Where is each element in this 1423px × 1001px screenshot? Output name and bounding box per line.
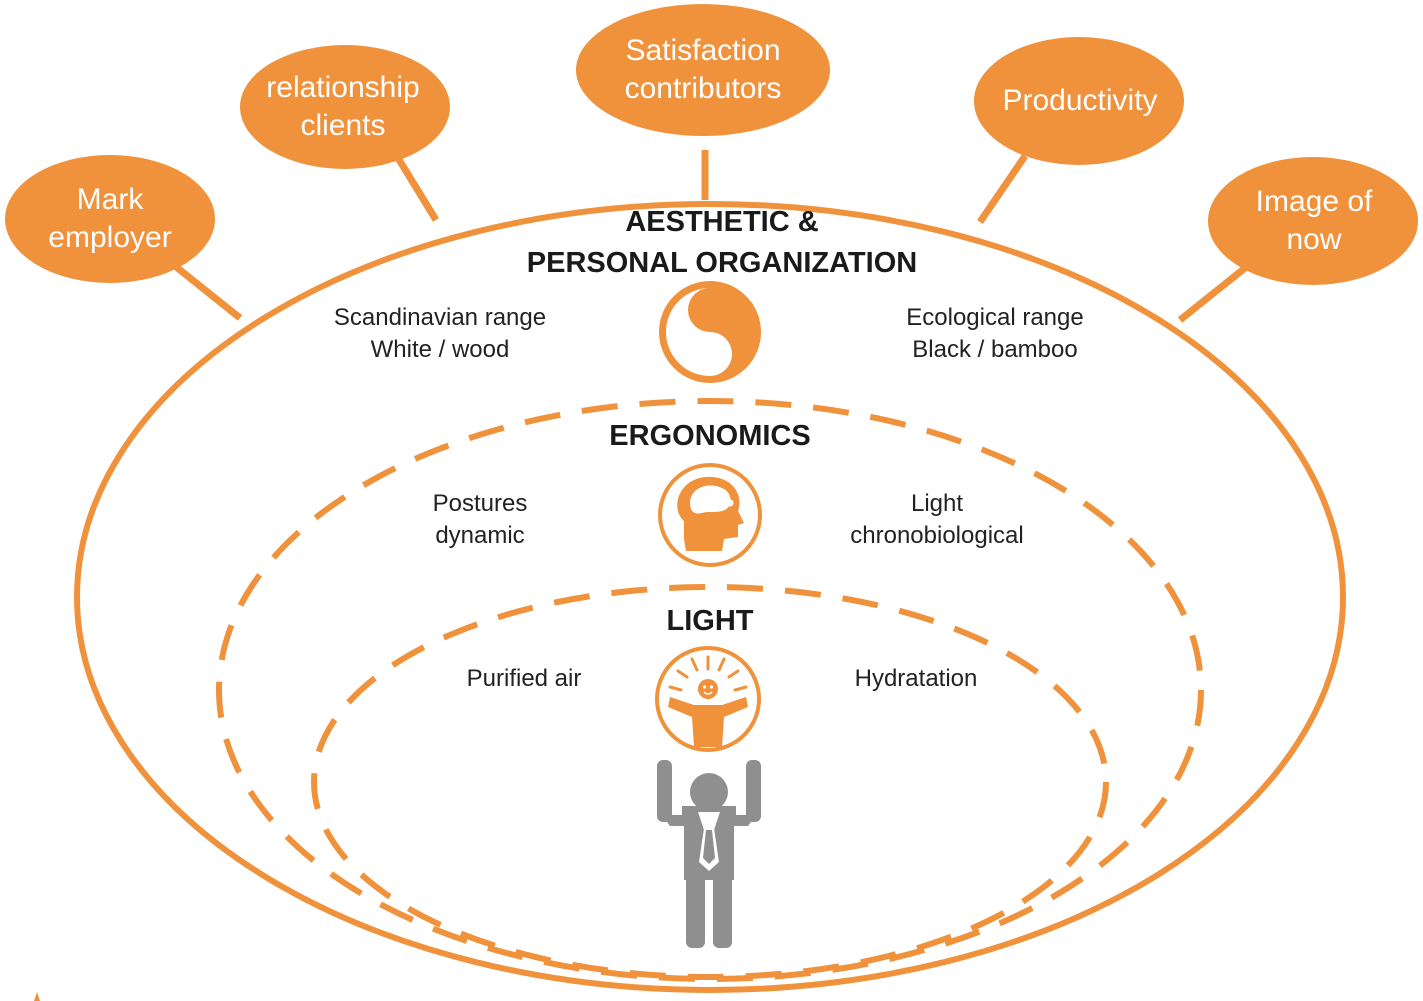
bubble-line: relationship [266, 71, 420, 104]
bubble-productivity [974, 37, 1184, 165]
bubble-line: employer [48, 221, 172, 254]
heading-line: LIGHT [666, 605, 754, 637]
label-line: Purified air [466, 665, 582, 692]
bubble-label-productivity: Productivity [980, 80, 1180, 122]
label-scandinavian-range: Scandinavian range White / wood [290, 302, 590, 366]
connector-image-of-now [1177, 265, 1248, 323]
bubble-line: clients [300, 109, 386, 142]
bubble-satisfaction-contributors [576, 4, 830, 136]
label-line: White / wood [370, 336, 510, 363]
bubble-image-of-now [1208, 157, 1418, 285]
outer-ellipse-aesthetic [74, 201, 1346, 993]
bubble-line: Satisfaction [625, 34, 781, 67]
label-line: Hydratation [854, 665, 978, 692]
heading-line: ERGONOMICS [609, 420, 811, 452]
connector-lines [167, 150, 1248, 323]
bubble-line: Mark [76, 183, 144, 216]
label-line: Scandinavian range [333, 304, 547, 331]
bubble-label-satisfaction-contributors: Satisfaction contributors [583, 31, 823, 109]
bubble-line: Image of [1255, 185, 1373, 218]
label-line: Postures [432, 490, 528, 517]
happy-person-icon [655, 646, 761, 752]
heading-aesthetic: AESTHETIC & PERSONAL ORGANIZATION [472, 202, 972, 284]
connector-mark-employer [167, 259, 243, 321]
connector-relationship-clients [395, 156, 439, 222]
label-ecological-range: Ecological range Black / bamboo [845, 302, 1145, 366]
label-line: Light [910, 490, 964, 517]
businessman-arms-raised-icon [657, 760, 761, 948]
middle-dashed-ellipse-ergonomics [216, 398, 1204, 982]
connector-productivity [977, 154, 1028, 224]
bubble-line: Productivity [1002, 84, 1158, 117]
heading-light: LIGHT [610, 601, 810, 642]
bubble-relationship-clients [240, 45, 450, 169]
yin-yang-icon [659, 281, 761, 383]
bubble-label-mark-employer: Mark employer [10, 180, 210, 258]
label-postures-dynamic: Postures dynamic [380, 488, 580, 552]
label-line: Black / bamboo [912, 336, 1078, 363]
label-hydratation: Hydratation [826, 663, 1006, 695]
inner-dashed-ellipse-light [311, 584, 1109, 980]
label-line: chronobiological [850, 522, 1024, 549]
bubble-line: now [1286, 223, 1342, 256]
heading-ergonomics: ERGONOMICS [560, 416, 860, 457]
label-line: dynamic [435, 522, 525, 549]
head-brain-icon [658, 463, 762, 567]
heading-line: AESTHETIC & [625, 206, 819, 238]
bubble-mark-employer [5, 155, 215, 283]
bubble-label-relationship-clients: relationship clients [243, 68, 443, 146]
label-line: Ecological range [906, 304, 1084, 331]
heading-line: PERSONAL ORGANIZATION [526, 247, 918, 279]
bubbles [5, 4, 1418, 285]
label-light-chronobiological: Light chronobiological [817, 488, 1057, 552]
bubble-label-image-of-now: Image of now [1214, 182, 1414, 260]
accent-mark [34, 992, 40, 1001]
label-purified-air: Purified air [434, 663, 614, 695]
bubble-line: contributors [624, 72, 782, 105]
